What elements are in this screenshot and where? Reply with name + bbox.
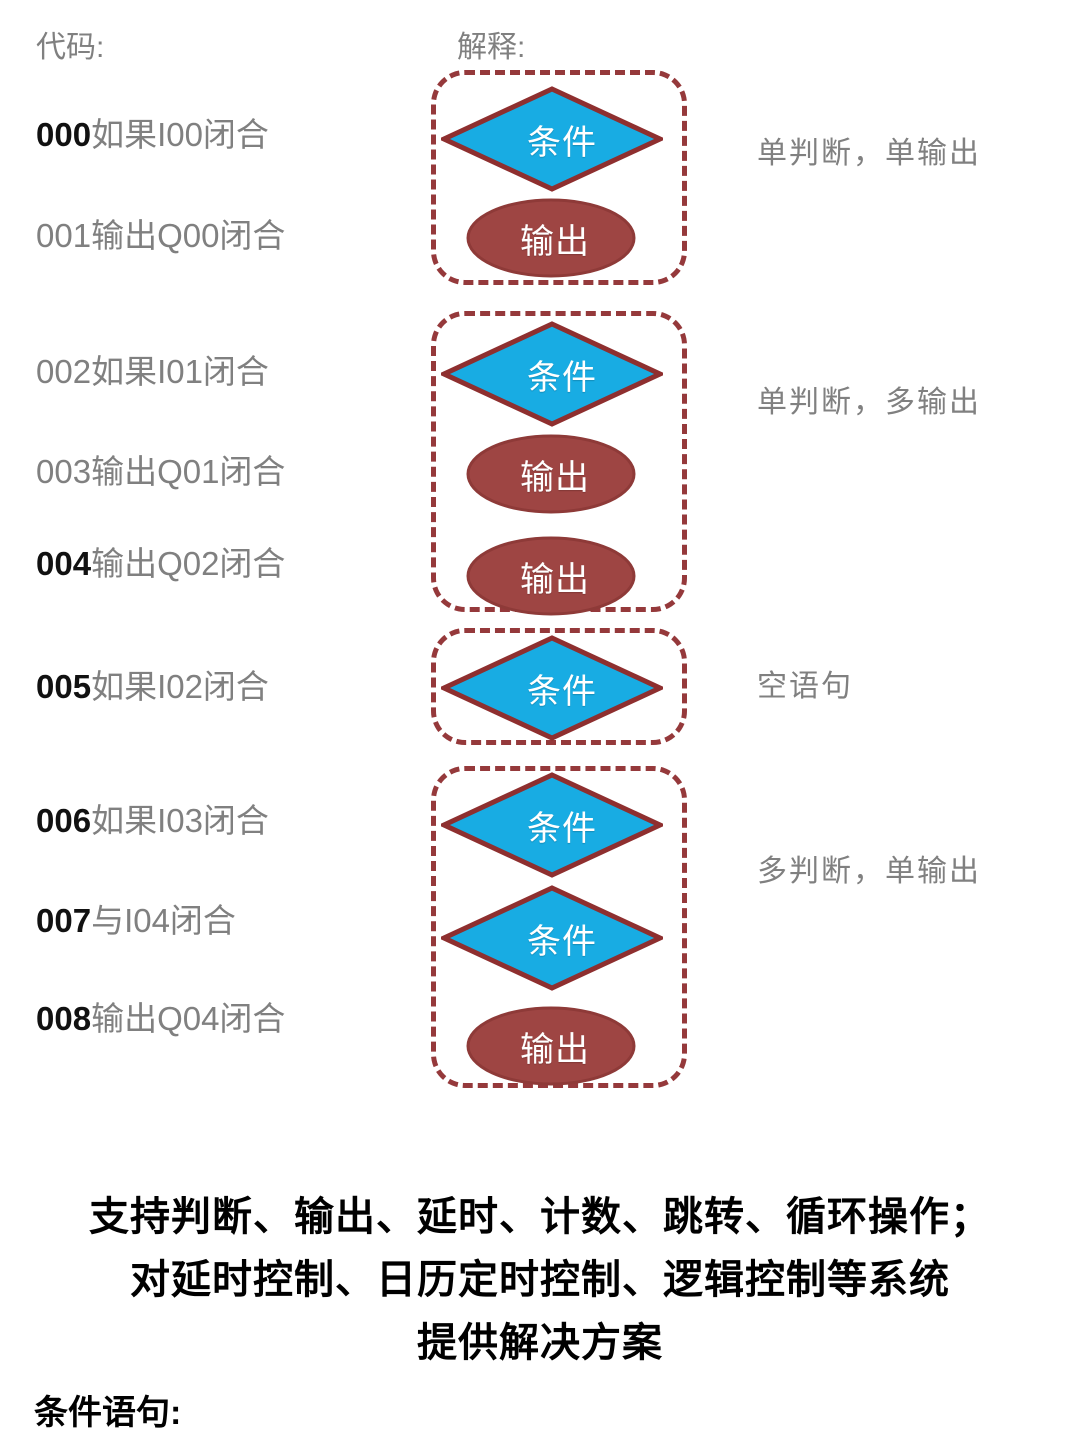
- flow-group-multi-condition-single-output: [431, 766, 687, 1088]
- output-ellipse-shape: 输出: [466, 434, 636, 514]
- condition-diamond-shape: 条件: [441, 86, 663, 192]
- shape-label: 条件: [527, 672, 597, 711]
- footer-section-label: 条件语句:: [34, 1394, 182, 1432]
- code-line: 007与I04闭合: [36, 904, 236, 937]
- code-line-text: 如果I00闭合: [91, 116, 269, 153]
- shape-label: 条件: [527, 922, 597, 961]
- code-line: 008输出Q04闭合: [36, 1002, 285, 1035]
- code-line-number: 001: [36, 217, 92, 254]
- condition-diamond-shape: 条件: [441, 321, 663, 427]
- explanation-label-single-condition-single-output: 单判断，单输出: [757, 137, 981, 170]
- code-line-number: 008: [36, 1000, 92, 1037]
- code-line: 006如果I03闭合: [36, 804, 269, 837]
- shape-label: 输出: [520, 222, 590, 261]
- condition-diamond-shape: 条件: [441, 635, 663, 741]
- flow-group-empty-statement: [431, 628, 687, 745]
- explanation-column-header: 解释:: [457, 31, 526, 64]
- code-line-number: 002: [36, 353, 92, 390]
- code-line-number: 005: [36, 668, 92, 705]
- output-ellipse-shape: 输出: [466, 1006, 636, 1086]
- code-line: 005如果I02闭合: [36, 670, 269, 703]
- code-line-text: 如果I02闭合: [91, 668, 269, 705]
- summary-line: 提供解决方案: [417, 1321, 663, 1365]
- code-line: 001输出Q00闭合: [36, 219, 285, 252]
- output-ellipse-shape: 输出: [466, 536, 636, 616]
- code-column-header: 代码:: [36, 31, 105, 64]
- code-line-text: 输出Q02闭合: [91, 545, 286, 582]
- shape-label: 输出: [520, 458, 590, 497]
- code-line-number: 003: [36, 453, 92, 490]
- explanation-label-single-condition-multi-output: 单判断，多输出: [757, 386, 981, 419]
- shape-label: 条件: [527, 809, 597, 848]
- condition-diamond-shape: 条件: [441, 772, 663, 878]
- code-line: 004输出Q02闭合: [36, 547, 285, 580]
- code-line: 000如果I00闭合: [36, 118, 269, 151]
- flow-group-single-condition-single-output: [431, 70, 687, 285]
- code-line-text: 如果I01闭合: [91, 353, 269, 390]
- shape-label: 输出: [520, 1030, 590, 1069]
- condition-diamond-shape: 条件: [441, 885, 663, 991]
- code-line-text: 与I04闭合: [91, 902, 236, 939]
- code-line-text: 如果I03闭合: [91, 802, 269, 839]
- output-ellipse-shape: 输出: [466, 198, 636, 278]
- code-line-text: 输出Q00闭合: [91, 217, 286, 254]
- code-line-text: 输出Q01闭合: [91, 453, 286, 490]
- code-line-number: 006: [36, 802, 92, 839]
- summary-paragraph: 支持判断、输出、延时、计数、跳转、循环操作； 对延时控制、日历定时控制、逻辑控制等…: [0, 1186, 1080, 1375]
- code-line: 002如果I01闭合: [36, 355, 269, 388]
- explanation-label-empty-statement: 空语句: [757, 670, 853, 703]
- code-line: 003输出Q01闭合: [36, 455, 285, 488]
- code-line-text: 输出Q04闭合: [91, 1000, 286, 1037]
- code-line-number: 004: [36, 545, 92, 582]
- code-line-number: 007: [36, 902, 92, 939]
- explanation-label-multi-condition-single-output: 多判断，单输出: [757, 855, 981, 888]
- summary-line: 支持判断、输出、延时、计数、跳转、循环操作；: [89, 1195, 991, 1239]
- shape-label: 条件: [527, 358, 597, 397]
- code-line-number: 000: [36, 116, 92, 153]
- summary-line: 对延时控制、日历定时控制、逻辑控制等系统: [130, 1258, 950, 1302]
- shape-label: 输出: [520, 560, 590, 599]
- shape-label: 条件: [527, 123, 597, 162]
